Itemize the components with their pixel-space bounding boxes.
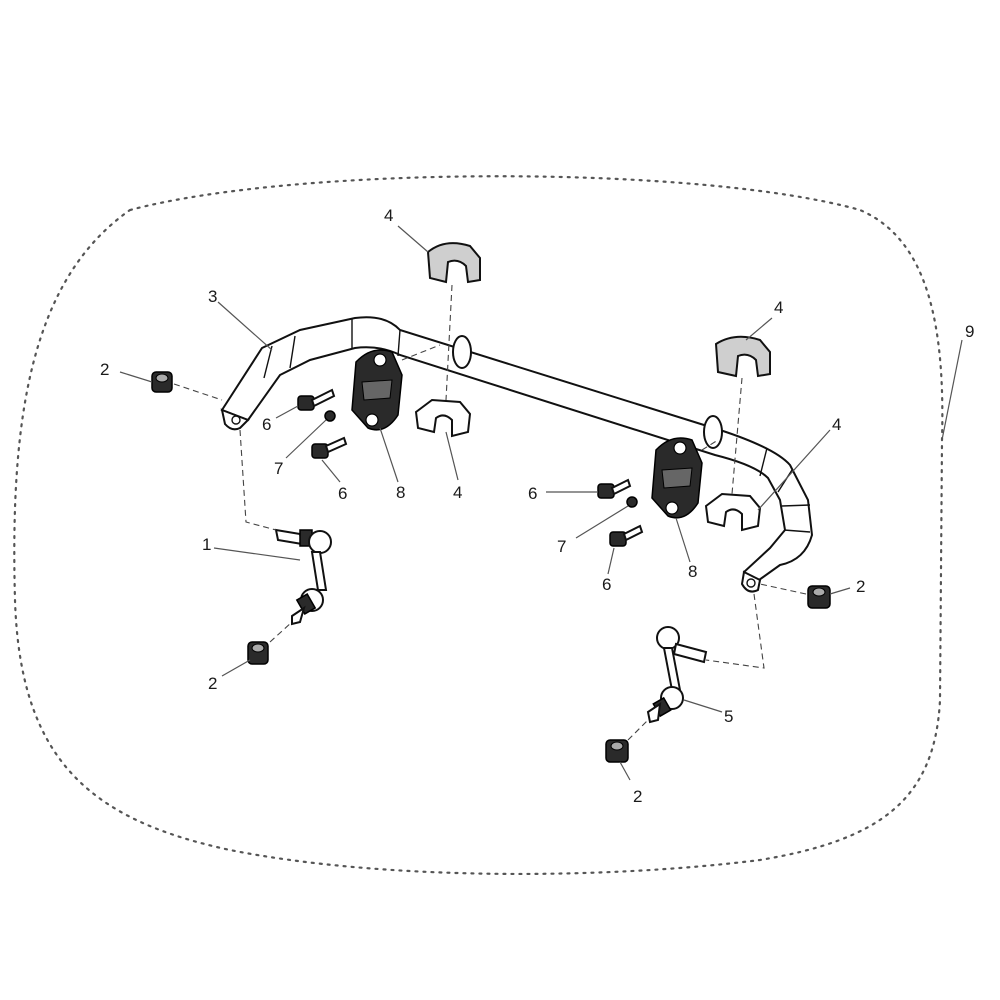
assembly-line-bracket-right — [701, 439, 719, 451]
callout-bracket-left: 8 — [396, 483, 405, 502]
assembly-line-link-left — [239, 429, 277, 531]
assembly-line-nut-left-bottom — [269, 621, 293, 643]
callout-bracket-right: 8 — [688, 562, 697, 581]
callout-bolt-right-top: 6 — [528, 484, 537, 503]
nut-right-bottom — [605, 739, 629, 763]
callout-bolt-left-top: 6 — [262, 415, 271, 434]
callout-pin-right: 7 — [557, 537, 566, 556]
nut-left-bottom — [247, 641, 269, 665]
bushing-right-bottom — [704, 492, 762, 532]
bracket-left — [351, 349, 403, 431]
assembly-line-bracket-left — [401, 344, 441, 361]
callout-bolt-right-bottom: 6 — [602, 575, 611, 594]
callout-nut-right-bottom: 2 — [633, 787, 642, 806]
callout-nut-right-top: 2 — [856, 577, 865, 596]
callout-link-right: 5 — [724, 707, 733, 726]
link-left — [274, 528, 332, 626]
bracket-right — [651, 437, 703, 519]
leader-lines — [119, 225, 963, 781]
callout-bushing-right-top: 4 — [774, 298, 783, 317]
callout-pin-left: 7 — [274, 459, 283, 478]
kit-outline — [13, 175, 944, 876]
callout-bushing-right-bottom: 4 — [832, 415, 841, 434]
assembly-line-nut-right-top — [759, 583, 807, 595]
bushing-right-top — [714, 335, 771, 378]
link-right — [646, 626, 708, 724]
assembly-line-bushing-left — [445, 284, 453, 401]
callout-nut-left-top: 2 — [100, 360, 109, 379]
callout-bushing-left-bottom: 4 — [453, 483, 462, 502]
bushing-left-top — [426, 242, 481, 284]
callout-bushing-left-top: 4 — [384, 206, 393, 225]
nut-right-top — [807, 585, 831, 609]
bushing-left-bottom — [414, 398, 472, 438]
bolt-right-bottom — [609, 524, 644, 547]
pin-left — [324, 410, 336, 422]
assembly-line-nut-left-top — [173, 383, 223, 401]
pin-right — [626, 496, 638, 508]
assembly-line-link-right — [705, 593, 765, 669]
bolt-right-top — [597, 478, 632, 499]
bolt-left-top — [297, 388, 336, 411]
callout-bolt-left-bottom: 6 — [338, 484, 347, 503]
callout-link-left: 1 — [202, 535, 211, 554]
assembly-line-nut-right-bottom — [627, 719, 649, 741]
callout-nut-left-bottom: 2 — [208, 674, 217, 693]
callout-stabilizer-bar: 3 — [208, 287, 217, 306]
callout-kit-outline: 9 — [965, 322, 974, 341]
nut-left-top — [151, 371, 173, 393]
bolt-left-bottom — [311, 436, 348, 459]
